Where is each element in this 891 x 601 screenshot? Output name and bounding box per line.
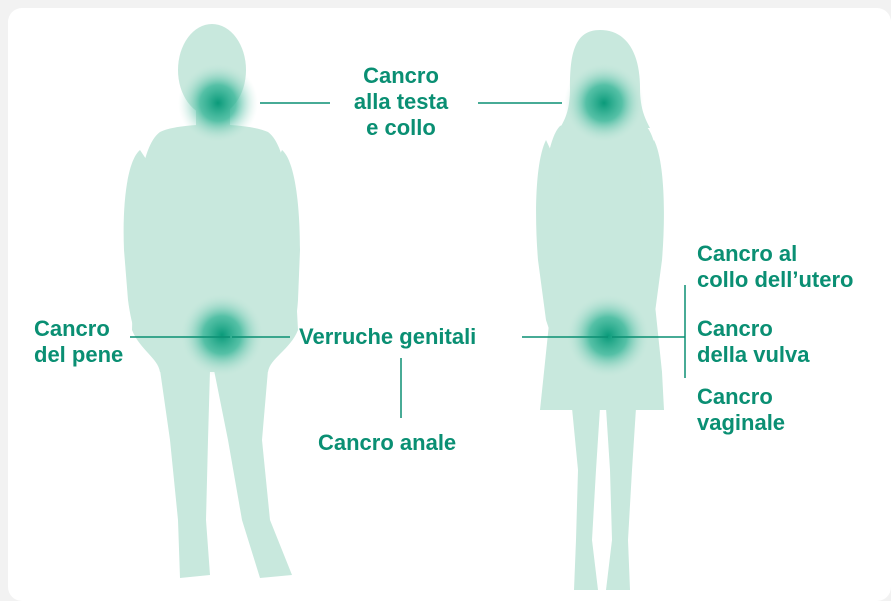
male-groin-hotspot	[180, 293, 264, 377]
label-cervical-cancer: Cancro al collo dell’utero	[697, 241, 853, 293]
male-throat-hotspot	[178, 63, 258, 143]
label-penile-cancer: Cancro del pene	[34, 316, 123, 368]
label-head-neck-cancer: Cancro alla testa e collo	[336, 63, 466, 141]
female-throat-hotspot	[564, 63, 644, 143]
label-vulvar-cancer: Cancro della vulva	[697, 316, 810, 368]
male-left-arm	[124, 150, 162, 345]
label-genital-warts: Verruche genitali	[299, 324, 476, 350]
male-right-leg	[214, 370, 292, 578]
male-right-arm	[266, 150, 300, 345]
label-anal-cancer: Cancro anale	[318, 430, 456, 456]
male-left-leg	[160, 370, 210, 578]
female-groin-hotspot	[566, 294, 650, 378]
female-left-leg	[572, 408, 600, 590]
female-right-leg	[606, 408, 636, 590]
label-vaginal-cancer: Cancro vaginale	[697, 384, 785, 436]
